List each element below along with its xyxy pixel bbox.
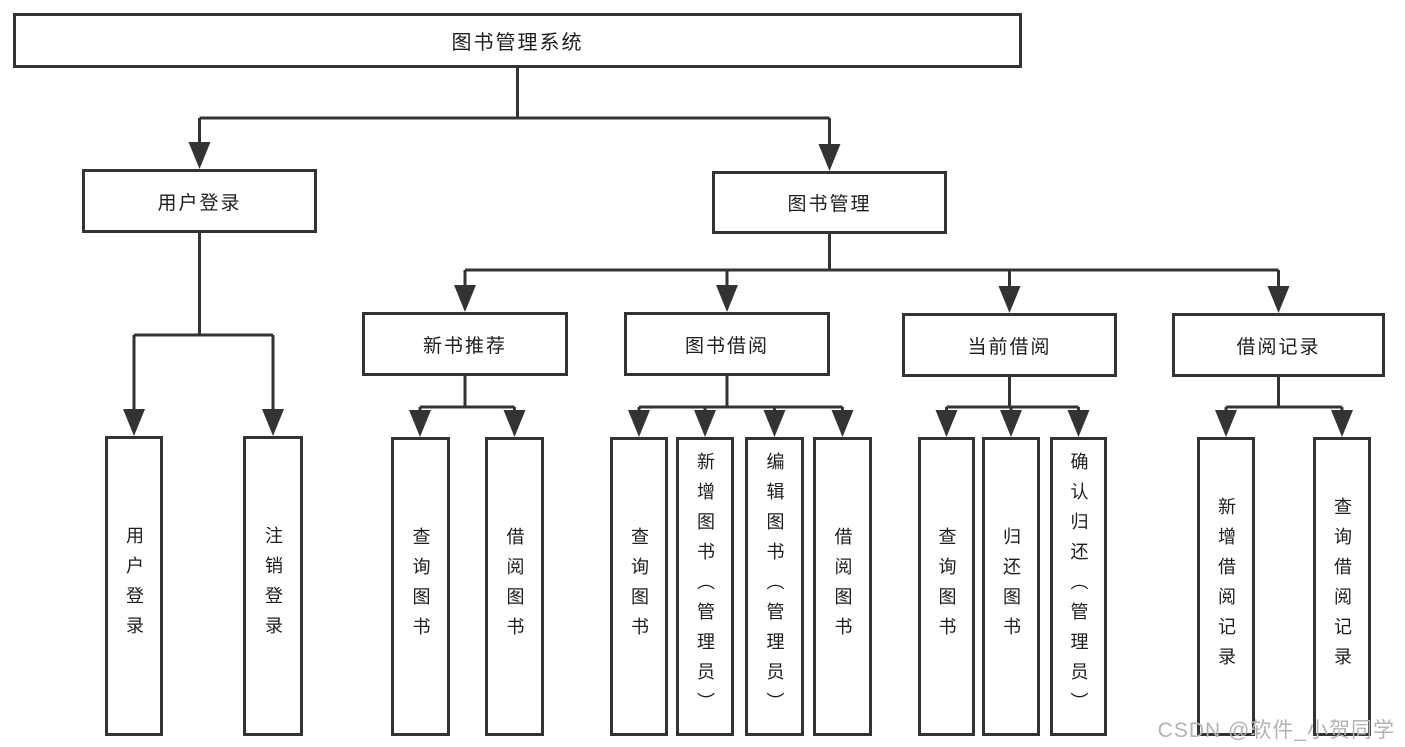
leaf-query-books-current-label: 查询图书 xyxy=(936,526,957,647)
node-book-borrowing: 图书借阅 xyxy=(624,312,830,376)
connector-borrow-records-to-leaves xyxy=(1224,377,1344,413)
node-borrowing-records-label: 借阅记录 xyxy=(1236,336,1321,358)
leaf-borrow-books-borrowing: 借阅图书 xyxy=(813,437,872,736)
leaf-borrow-books-recommend-label: 借阅图书 xyxy=(504,526,525,647)
arrowhead-icon xyxy=(1000,410,1022,437)
leaf-query-books-borrowing: 查询图书 xyxy=(610,437,668,736)
leaf-borrow-books-recommend: 借阅图书 xyxy=(485,437,544,736)
arrowhead-icon xyxy=(935,410,958,437)
leaf-add-borrow-record: 新增借阅记录 xyxy=(1197,437,1255,736)
arrowhead-icon xyxy=(818,144,841,171)
arrowheads xyxy=(123,142,1353,437)
leaf-return-books-label: 归还图书 xyxy=(1001,526,1021,647)
connector-root-to-level2 xyxy=(198,68,831,147)
connector-user-login-to-leaves xyxy=(132,233,275,412)
arrowhead-icon xyxy=(454,285,476,312)
leaf-query-borrow-record: 查询借阅记录 xyxy=(1313,437,1371,736)
leaf-borrow-books-borrowing-label: 借阅图书 xyxy=(832,526,853,647)
leaf-query-books-borrowing-label: 查询图书 xyxy=(629,526,649,647)
arrowhead-icon xyxy=(262,409,284,436)
arrowhead-icon xyxy=(1067,410,1090,437)
arrowhead-icon xyxy=(1215,410,1237,437)
arrowhead-icon xyxy=(409,410,431,437)
leaf-logout-label: 注销登录 xyxy=(263,526,283,646)
connector-new-book-to-leaves xyxy=(418,376,516,413)
node-borrowing-records: 借阅记录 xyxy=(1172,313,1385,377)
connector-book-borrow-to-leaves xyxy=(637,376,844,413)
arrowhead-icon xyxy=(503,410,526,437)
leaf-query-books-current: 查询图书 xyxy=(918,437,975,736)
leaf-add-books-admin-label: 新增图书（管理员） xyxy=(695,451,715,722)
arrowhead-icon xyxy=(763,410,786,437)
arrowhead-icon xyxy=(716,285,738,312)
connector-book-management-to-level3 xyxy=(463,234,1280,288)
leaf-logout: 注销登录 xyxy=(243,436,303,736)
arrowhead-icon xyxy=(1331,410,1353,437)
csdn-watermark: CSDN @软件_小贺同学 xyxy=(1157,719,1395,742)
arrowhead-icon xyxy=(998,286,1021,313)
leaf-query-borrow-record-label: 查询借阅记录 xyxy=(1332,496,1352,677)
connector-current-borrow-to-leaves xyxy=(945,377,1080,413)
node-user-login: 用户登录 xyxy=(82,169,317,233)
leaf-add-borrow-record-label: 新增借阅记录 xyxy=(1216,496,1236,677)
leaf-return-books: 归还图书 xyxy=(982,437,1040,736)
leaf-edit-books-admin: 编辑图书（管理员） xyxy=(745,437,804,736)
leaf-query-books-recommend: 查询图书 xyxy=(391,437,450,736)
leaf-query-books-recommend-label: 查询图书 xyxy=(410,526,431,647)
node-book-management: 图书管理 xyxy=(712,171,947,234)
leaf-edit-books-admin-label: 编辑图书（管理员） xyxy=(764,451,785,722)
node-book-borrowing-label: 图书借阅 xyxy=(684,335,769,357)
node-new-book-recommend: 新书推荐 xyxy=(362,312,568,376)
connector-lines xyxy=(132,68,1344,413)
leaf-add-books-admin: 新增图书（管理员） xyxy=(676,437,734,736)
leaf-user-login: 用户登录 xyxy=(105,436,163,736)
arrowhead-icon xyxy=(123,409,145,436)
leaf-user-login-label: 用户登录 xyxy=(124,526,144,646)
arrowhead-icon xyxy=(694,410,716,437)
node-current-borrowing: 当前借阅 xyxy=(902,313,1117,377)
arrowhead-icon xyxy=(188,142,211,169)
arrowhead-icon xyxy=(1267,286,1290,313)
arrowhead-icon xyxy=(628,410,650,437)
node-book-management-label: 图书管理 xyxy=(787,194,872,215)
leaf-confirm-return-admin: 确认归还（管理员） xyxy=(1050,437,1107,736)
node-root: 图书管理系统 xyxy=(13,13,1022,68)
node-root-label: 图书管理系统 xyxy=(451,32,584,54)
node-current-borrowing-label: 当前借阅 xyxy=(967,336,1052,358)
node-new-book-recommend-label: 新书推荐 xyxy=(422,335,507,357)
node-user-login-label: 用户登录 xyxy=(157,192,242,214)
arrowhead-icon xyxy=(831,410,854,437)
leaf-confirm-return-admin-label: 确认归还（管理员） xyxy=(1068,451,1089,722)
